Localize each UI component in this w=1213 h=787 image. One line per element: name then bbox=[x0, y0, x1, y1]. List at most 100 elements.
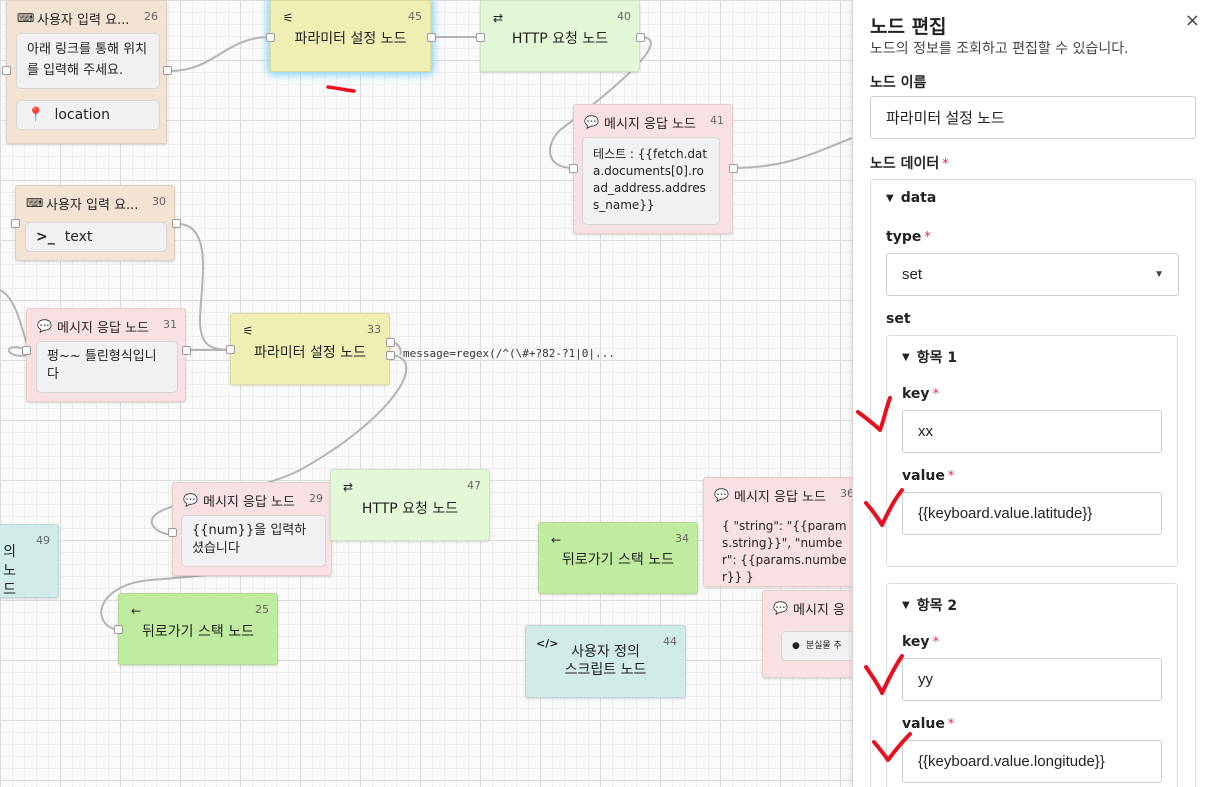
edge-26-45 bbox=[169, 36, 271, 72]
node-number: 45 bbox=[408, 10, 422, 23]
set-label: set bbox=[886, 311, 911, 327]
node-label: 파라미터 설정 노드 bbox=[294, 31, 407, 47]
message-node-29[interactable]: 💬메시지 응답 노드 29 {{num}}을 입력하셨습니다 bbox=[172, 482, 332, 576]
chat-icon: 💬 bbox=[773, 601, 788, 615]
message-node-partial[interactable]: 💬메시지 응 ●분실물 추 bbox=[762, 590, 852, 678]
node-label: HTTP 요청 노드 bbox=[511, 31, 609, 47]
node-number: 44 bbox=[663, 635, 677, 648]
input-chip[interactable]: ●분실물 추 bbox=[781, 631, 852, 661]
sliders-icon: ⚟ bbox=[242, 324, 254, 338]
item-1-value-label: value* bbox=[902, 468, 955, 484]
node-message: 아래 링크를 통해 위치를 입력해 주세요. bbox=[16, 33, 160, 89]
node-number: 25 bbox=[255, 603, 269, 616]
node-message: { "string": "{{params.string}}", "number… bbox=[722, 519, 847, 584]
data-section-toggle[interactable]: ▼data bbox=[886, 190, 937, 206]
parameter-node-45-selected[interactable]: ⚟ 45 파라미터 설정 노드 bbox=[270, 0, 431, 72]
output-port[interactable] bbox=[386, 338, 395, 347]
input-port[interactable] bbox=[11, 219, 20, 228]
keyboard-icon: ⌨ bbox=[26, 196, 44, 210]
edge-condition-label: message=regex(/^(\#+?82-?1|0|... bbox=[403, 347, 615, 360]
node-data-label: 노드 데이터* bbox=[870, 156, 949, 172]
caret-down-icon: ▼ bbox=[886, 192, 894, 204]
item-2-value-input[interactable]: {{keyboard.value.longitude}} bbox=[902, 740, 1162, 783]
swap-icon: ⇄ bbox=[342, 480, 354, 494]
type-select[interactable]: set▼ bbox=[886, 253, 1179, 296]
input-port[interactable] bbox=[2, 66, 11, 75]
node-number: 41 bbox=[710, 114, 724, 127]
item-1-value-input[interactable]: {{keyboard.value.latitude}} bbox=[902, 492, 1162, 535]
keyboard-icon: ⌨ bbox=[17, 11, 35, 25]
node-number: 31 bbox=[163, 318, 177, 331]
input-port[interactable] bbox=[266, 33, 275, 42]
item-2-toggle[interactable]: ▼항목 2 bbox=[902, 598, 958, 614]
arrow-left-icon: ← bbox=[130, 604, 142, 618]
input-port[interactable] bbox=[22, 346, 31, 355]
bulb-icon: ● bbox=[792, 640, 800, 651]
back-stack-node-25[interactable]: ← 25 뒤로가기 스택 노드 bbox=[118, 593, 278, 665]
edge-30-33 bbox=[177, 223, 231, 351]
input-port[interactable] bbox=[569, 164, 578, 173]
node-label: HTTP 요청 노드 bbox=[361, 501, 459, 517]
output-port[interactable] bbox=[636, 33, 645, 42]
sliders-icon: ⚟ bbox=[282, 11, 294, 25]
chat-icon: 💬 bbox=[584, 115, 599, 129]
node-number: 30 bbox=[152, 195, 166, 208]
node-number: 29 bbox=[309, 492, 323, 505]
output-port[interactable] bbox=[172, 219, 181, 228]
item-1-key-input[interactable]: xx bbox=[902, 410, 1162, 453]
chat-icon: 💬 bbox=[714, 488, 729, 502]
http-node-40[interactable]: ⇄ 40 HTTP 요청 노드 bbox=[480, 0, 640, 72]
item-1-toggle[interactable]: ▼항목 1 bbox=[902, 350, 958, 366]
output-port[interactable] bbox=[729, 164, 738, 173]
node-message: {{num}}을 입력하셨습니다 bbox=[181, 515, 326, 567]
red-annotation-dash bbox=[326, 85, 356, 93]
parameter-node-33[interactable]: ⚟ 33 파라미터 설정 노드 bbox=[230, 313, 390, 385]
caret-down-icon: ▼ bbox=[1154, 269, 1164, 280]
node-number: 47 bbox=[467, 479, 481, 492]
close-icon[interactable]: × bbox=[1184, 10, 1200, 31]
node-message: 테스트 : {{fetch.data.documents[0].road_add… bbox=[582, 137, 720, 225]
caret-down-icon: ▼ bbox=[902, 599, 910, 611]
node-number: 34 bbox=[675, 532, 689, 545]
input-port[interactable] bbox=[168, 528, 177, 537]
user-input-node-30[interactable]: ⌨사용자 입력 요... 30 >_text bbox=[15, 185, 175, 261]
output-port[interactable] bbox=[386, 351, 395, 360]
item-2-key-input[interactable]: yy bbox=[902, 658, 1162, 701]
type-label: type* bbox=[886, 229, 931, 245]
back-stack-node-34[interactable]: ← 34 뒤로가기 스택 노드 bbox=[538, 522, 698, 594]
message-node-41[interactable]: 💬메시지 응답 노드 41 테스트 : {{fetch.data.documen… bbox=[573, 104, 733, 234]
output-port[interactable] bbox=[182, 346, 191, 355]
message-node-31[interactable]: 💬메시지 응답 노드 31 펑~~ 틀린형식입니다 bbox=[26, 308, 186, 402]
node-name-label: 노드 이름 bbox=[870, 75, 927, 91]
node-message: 펑~~ 틀린형식입니다 bbox=[36, 341, 178, 393]
node-number: 40 bbox=[617, 10, 631, 23]
item-2-value-label: value* bbox=[902, 716, 955, 732]
edge-loop-31 bbox=[7, 346, 29, 357]
output-port[interactable] bbox=[427, 33, 436, 42]
node-number: 33 bbox=[367, 323, 381, 336]
message-node-36[interactable]: 💬메시지 응답 노드 36 { "string": "{{params.stri… bbox=[703, 477, 852, 587]
flow-canvas[interactable]: ⌨사용자 입력 요... 26 아래 링크를 통해 위치를 입력해 주세요. 📍… bbox=[0, 0, 852, 787]
swap-icon: ⇄ bbox=[492, 11, 504, 25]
node-title: 사용자 입력 요... bbox=[37, 12, 130, 28]
user-input-node-26[interactable]: ⌨사용자 입력 요... 26 아래 링크를 통해 위치를 입력해 주세요. 📍… bbox=[6, 0, 167, 144]
output-port[interactable] bbox=[163, 66, 172, 75]
panel-title: 노드 편집 bbox=[870, 16, 947, 38]
input-port[interactable] bbox=[476, 33, 485, 42]
input-port[interactable] bbox=[226, 345, 235, 354]
chat-icon: 💬 bbox=[183, 493, 198, 507]
location-pin-icon: 📍 bbox=[27, 106, 45, 123]
http-node-47[interactable]: ⇄ 47 HTTP 요청 노드 bbox=[330, 469, 490, 541]
node-label: 뒤로가기 스택 노드 bbox=[562, 552, 674, 568]
input-chip-location[interactable]: 📍location bbox=[16, 100, 160, 130]
node-label: 파라미터 설정 노드 bbox=[254, 345, 366, 361]
panel-subtitle: 노드의 정보를 조회하고 편집할 수 있습니다. bbox=[870, 41, 1129, 57]
input-chip-text[interactable]: >_text bbox=[25, 222, 167, 252]
input-port[interactable] bbox=[114, 625, 123, 634]
terminal-icon: >_ bbox=[36, 228, 55, 245]
node-name-input[interactable]: 파라미터 설정 노드 bbox=[870, 96, 1196, 139]
edge-41-out bbox=[732, 137, 852, 169]
caret-down-icon: ▼ bbox=[902, 351, 910, 363]
